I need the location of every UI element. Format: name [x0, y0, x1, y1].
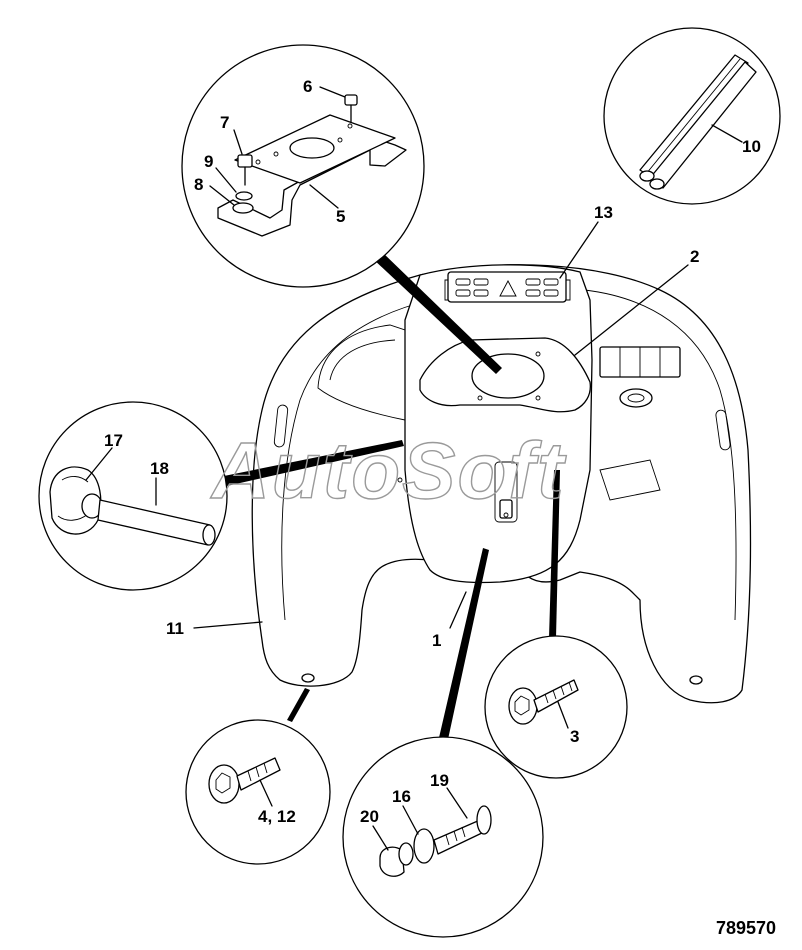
- callout-7: 7: [220, 113, 229, 132]
- detail-circle-knob: [38, 401, 228, 591]
- detail-leaders: [214, 251, 560, 744]
- detail-circle-bracket: [181, 44, 425, 288]
- callout-2: 2: [690, 247, 699, 266]
- watermark: AutoSoft: [210, 426, 567, 515]
- callout-leader-lines: [85, 86, 743, 851]
- callout-5: 5: [336, 207, 345, 226]
- callout-8: 8: [194, 175, 203, 194]
- callout-17: 17: [104, 431, 123, 450]
- callout-18: 18: [150, 459, 169, 478]
- callout-4-12: 4, 12: [258, 807, 296, 826]
- callout-19: 19: [430, 771, 449, 790]
- callout-labels: 6 7 9 8 5 10 13 2 17 18 11 1 3 4, 12 19 …: [104, 77, 761, 826]
- callout-16: 16: [392, 787, 411, 806]
- console-cowl: [251, 264, 752, 704]
- callout-20: 20: [360, 807, 379, 826]
- drawing-number: 789570: [716, 918, 776, 938]
- callout-3: 3: [570, 727, 579, 746]
- detail-circle-screw-3: [484, 635, 628, 779]
- detail-circle-bolt-set: [342, 736, 544, 938]
- callout-13: 13: [594, 203, 613, 222]
- callout-10: 10: [742, 137, 761, 156]
- callout-11: 11: [166, 619, 184, 638]
- detail-circle-screw-4-12: [185, 719, 331, 865]
- callout-1: 1: [432, 631, 441, 650]
- callout-9: 9: [204, 152, 213, 171]
- callout-6: 6: [303, 77, 312, 96]
- detail-circle-tubes: [603, 27, 781, 205]
